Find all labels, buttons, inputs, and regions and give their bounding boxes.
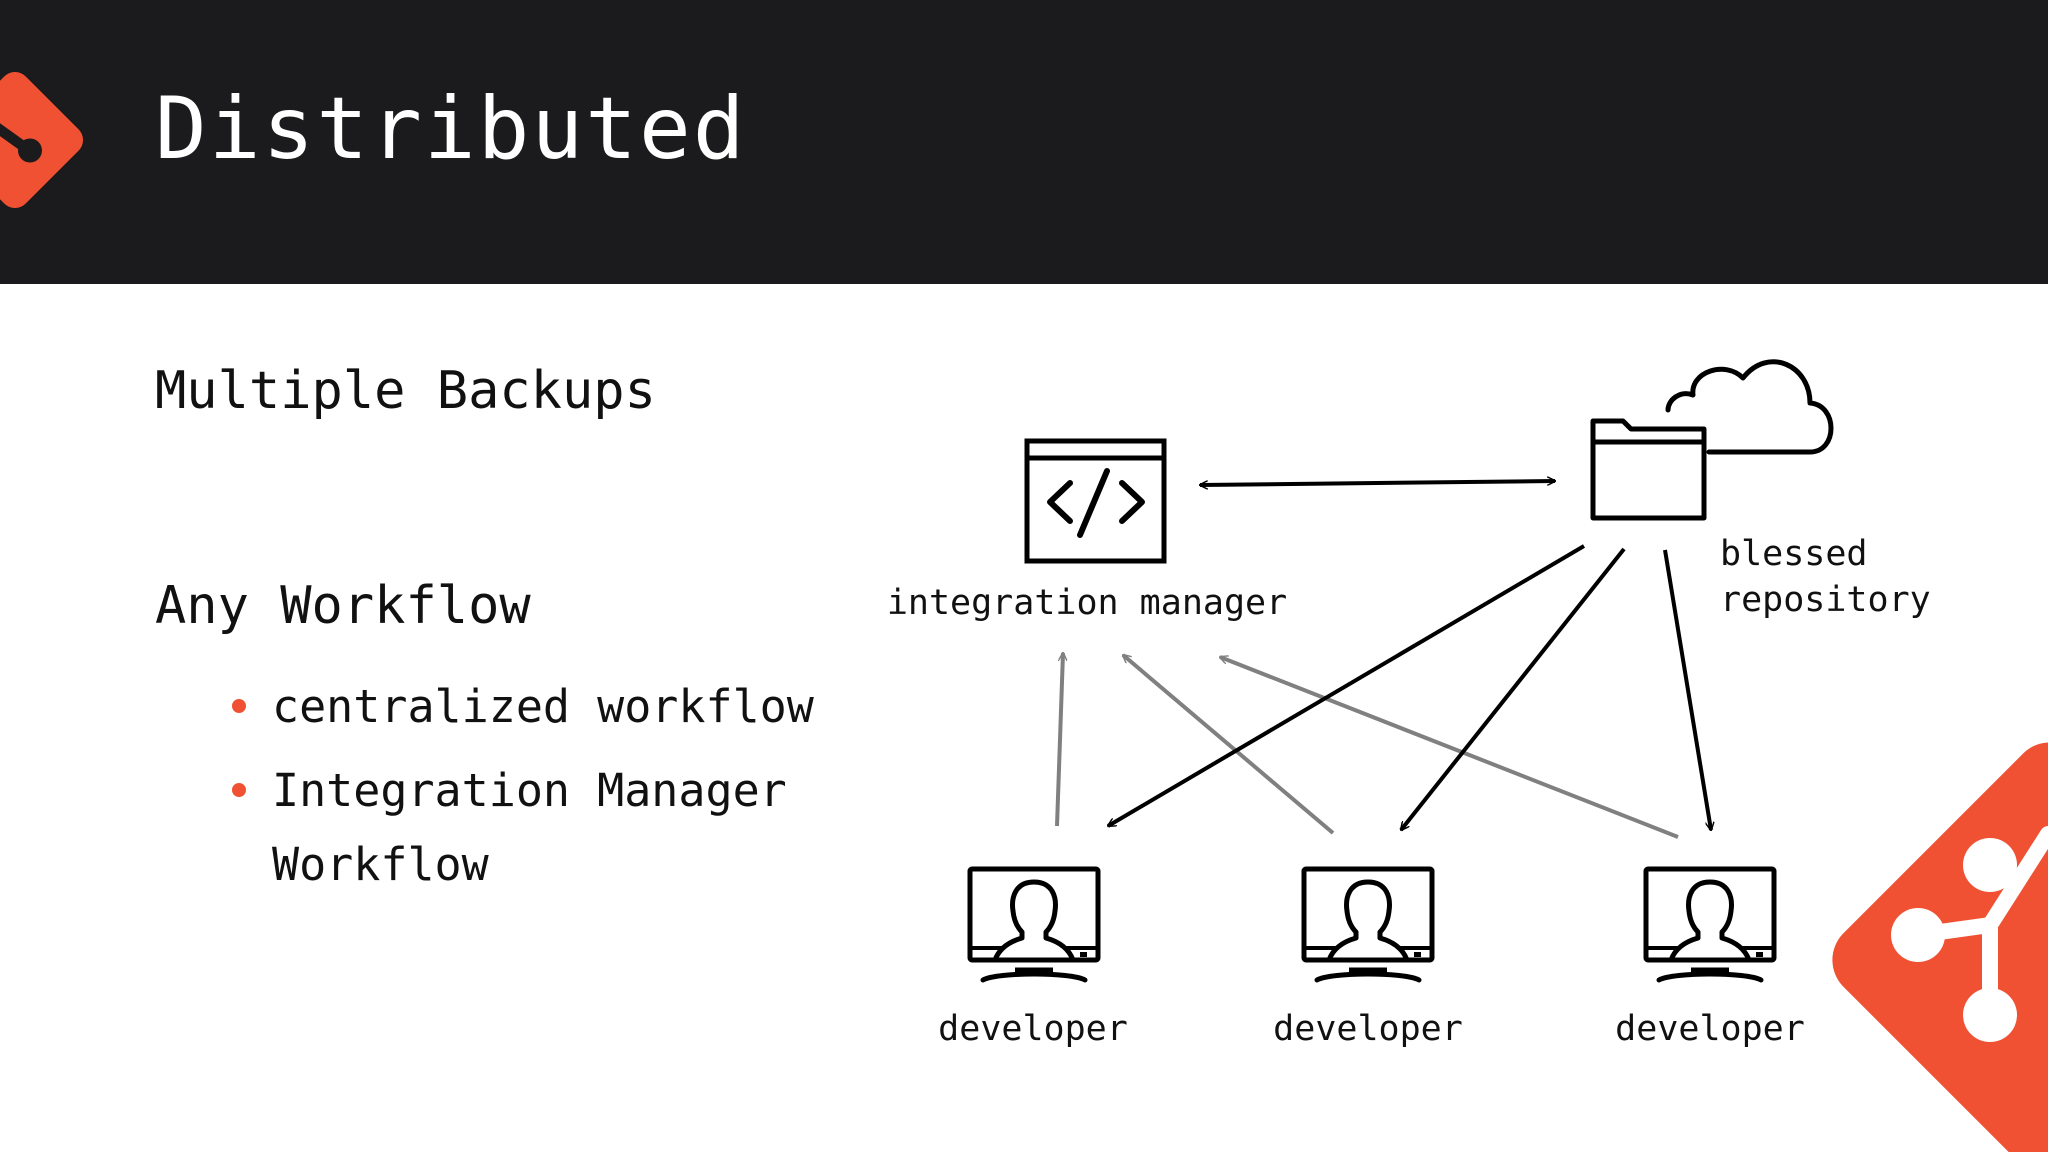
header-bar: Distributed [0,0,2048,284]
blessed-repository-label-line2: repository [1720,580,1931,620]
bullet-item-integration-manager: Integration Manager Workflow [230,754,870,902]
push-arrow-developer-2 [1123,655,1335,835]
bullet-dot-icon [232,699,246,713]
heading-any-workflow: Any Workflow [155,576,531,636]
developer-label: developer [1273,1009,1463,1049]
folder-icon [1590,418,1707,521]
blessed-repository-label-line1: blessed [1720,534,1868,574]
code-window-icon [1024,438,1167,564]
cloud-icon [1665,359,1834,455]
developer-label: developer [938,1009,1128,1049]
developer-computer-icon [1301,866,1435,983]
push-arrow-developer-3 [1220,657,1679,839]
bullet-item-centralized: centralized workflow [230,670,870,744]
git-logo-large-icon [1832,742,2048,1152]
developer-computer-icon [1643,866,1777,983]
developer-label: developer [1615,1009,1805,1049]
workflow-bullet-list: centralized workflow Integration Manager… [230,670,870,912]
pull-arrow-developer-1 [1108,544,1586,828]
bullet-dot-icon [232,783,246,797]
git-logo-icon [0,71,84,209]
pull-arrow-developer-3 [1663,549,1711,830]
heading-multiple-backups: Multiple Backups [155,361,656,421]
bullet-text: centralized workflow [272,680,814,733]
developer-computer-icon [967,866,1101,983]
sync-arrow [1200,481,1555,485]
integration-manager-label: integration manager [887,583,1287,623]
pull-arrow-developer-2 [1399,547,1626,830]
slide-title: Distributed [155,79,747,179]
bullet-text: Integration Manager Workflow [272,764,787,891]
push-arrow-developer-1 [1055,653,1063,827]
